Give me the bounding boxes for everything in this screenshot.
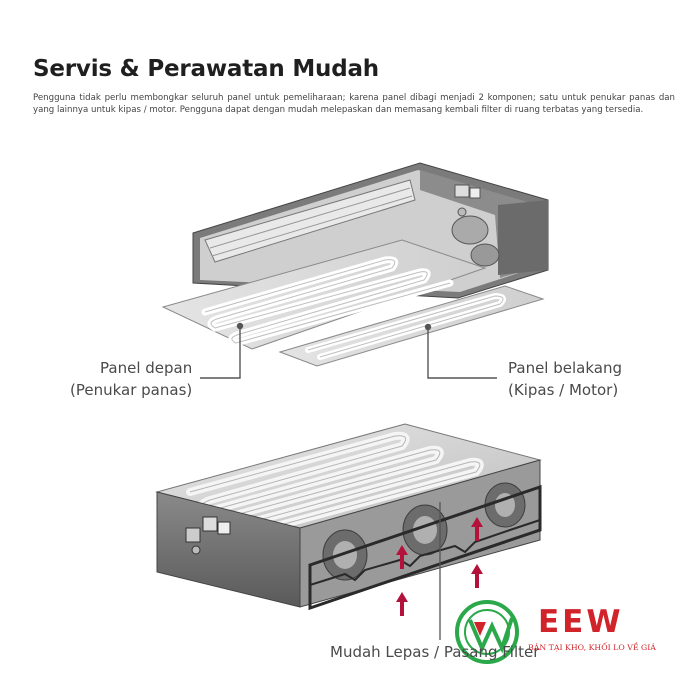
back-panel-function: (Kipas / Motor) <box>508 381 619 399</box>
back-panel-label: Panel belakang (Kipas / Motor) <box>508 357 622 401</box>
watermark-brand: EEW <box>538 604 624 640</box>
front-panel-part <box>161 239 487 350</box>
back-panel-name: Panel belakang <box>508 359 622 377</box>
back-panel-part <box>278 285 545 367</box>
arrow-up-icon <box>471 564 483 588</box>
page-title: Servis & Perawatan Mudah <box>33 56 379 82</box>
bottom-unit <box>155 423 542 611</box>
front-panel-function: (Penukar panas) <box>70 381 193 399</box>
page-description: Pengguna tidak perlu membongkar seluruh … <box>33 93 675 115</box>
callout-lines-top <box>200 322 497 379</box>
arrow-up-icon <box>396 545 408 569</box>
filter-arrows <box>396 517 483 616</box>
front-panel-name: Panel depan <box>100 359 193 377</box>
filter-caption: Mudah Lepas / Pasang Filter <box>330 643 540 661</box>
watermark-tagline: BÁN TẠI KHO, KHỐI LO VỀ GIÁ <box>528 643 656 652</box>
arrow-up-icon <box>471 517 483 541</box>
front-panel-label: Panel depan (Penukar panas) <box>70 357 192 401</box>
arrow-up-icon <box>396 592 408 616</box>
eew-logo-icon <box>455 600 519 664</box>
